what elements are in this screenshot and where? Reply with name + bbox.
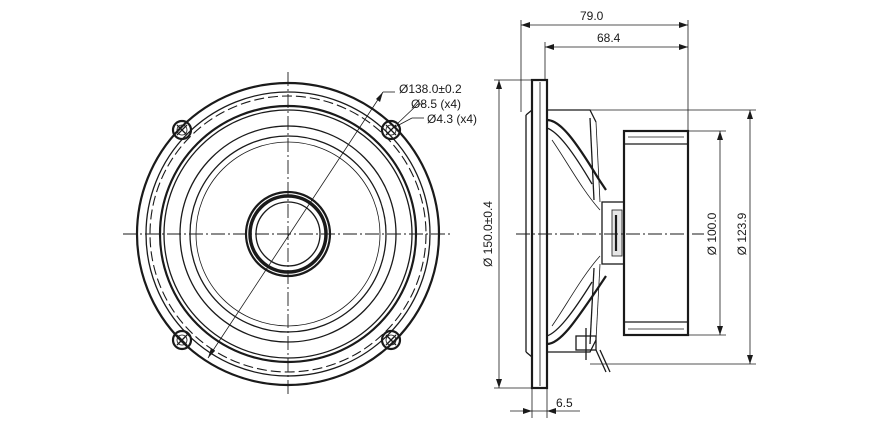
leader-arrow-bottom	[208, 348, 215, 358]
flange-thickness-label: 6.5	[556, 396, 573, 410]
front-view: Ø138.0±0.2 Ø8.5 (x4) Ø4.3 (x4)	[123, 72, 477, 396]
basket-diameter-label: Ø 123.9	[735, 212, 749, 255]
bolt-circle-leader	[207, 91, 384, 359]
mount-hole-bottom-right	[380, 329, 402, 351]
overall-depth-label: 79.0	[580, 9, 604, 23]
magnet-depth-label: 68.4	[597, 31, 621, 45]
magnet-assembly	[622, 129, 690, 337]
side-view: 79.0 68.4 Ø 150.0±0.4 Ø 100.0 Ø 123.9 6.…	[481, 9, 756, 418]
leader-arrow-top	[376, 92, 383, 102]
mount-hole-label: Ø8.5 (x4)	[411, 97, 461, 111]
mount-hole-top-left	[171, 119, 193, 141]
mount-hole-bottom-left	[171, 329, 193, 351]
terminal	[575, 328, 611, 373]
basket-profile-top	[547, 109, 597, 123]
frame-diameter-label: Ø 150.0±0.4	[481, 201, 495, 267]
mount-hole-leader	[396, 103, 419, 125]
basket-profile-bottom	[547, 339, 597, 353]
magnet-diameter-label: Ø 100.0	[705, 212, 719, 255]
mount-hole-top-right	[380, 119, 402, 141]
screw-hole-label: Ø4.3 (x4)	[427, 112, 477, 126]
screw-hole-leader	[394, 117, 413, 128]
bolt-circle-label: Ø138.0±0.2	[399, 82, 462, 96]
